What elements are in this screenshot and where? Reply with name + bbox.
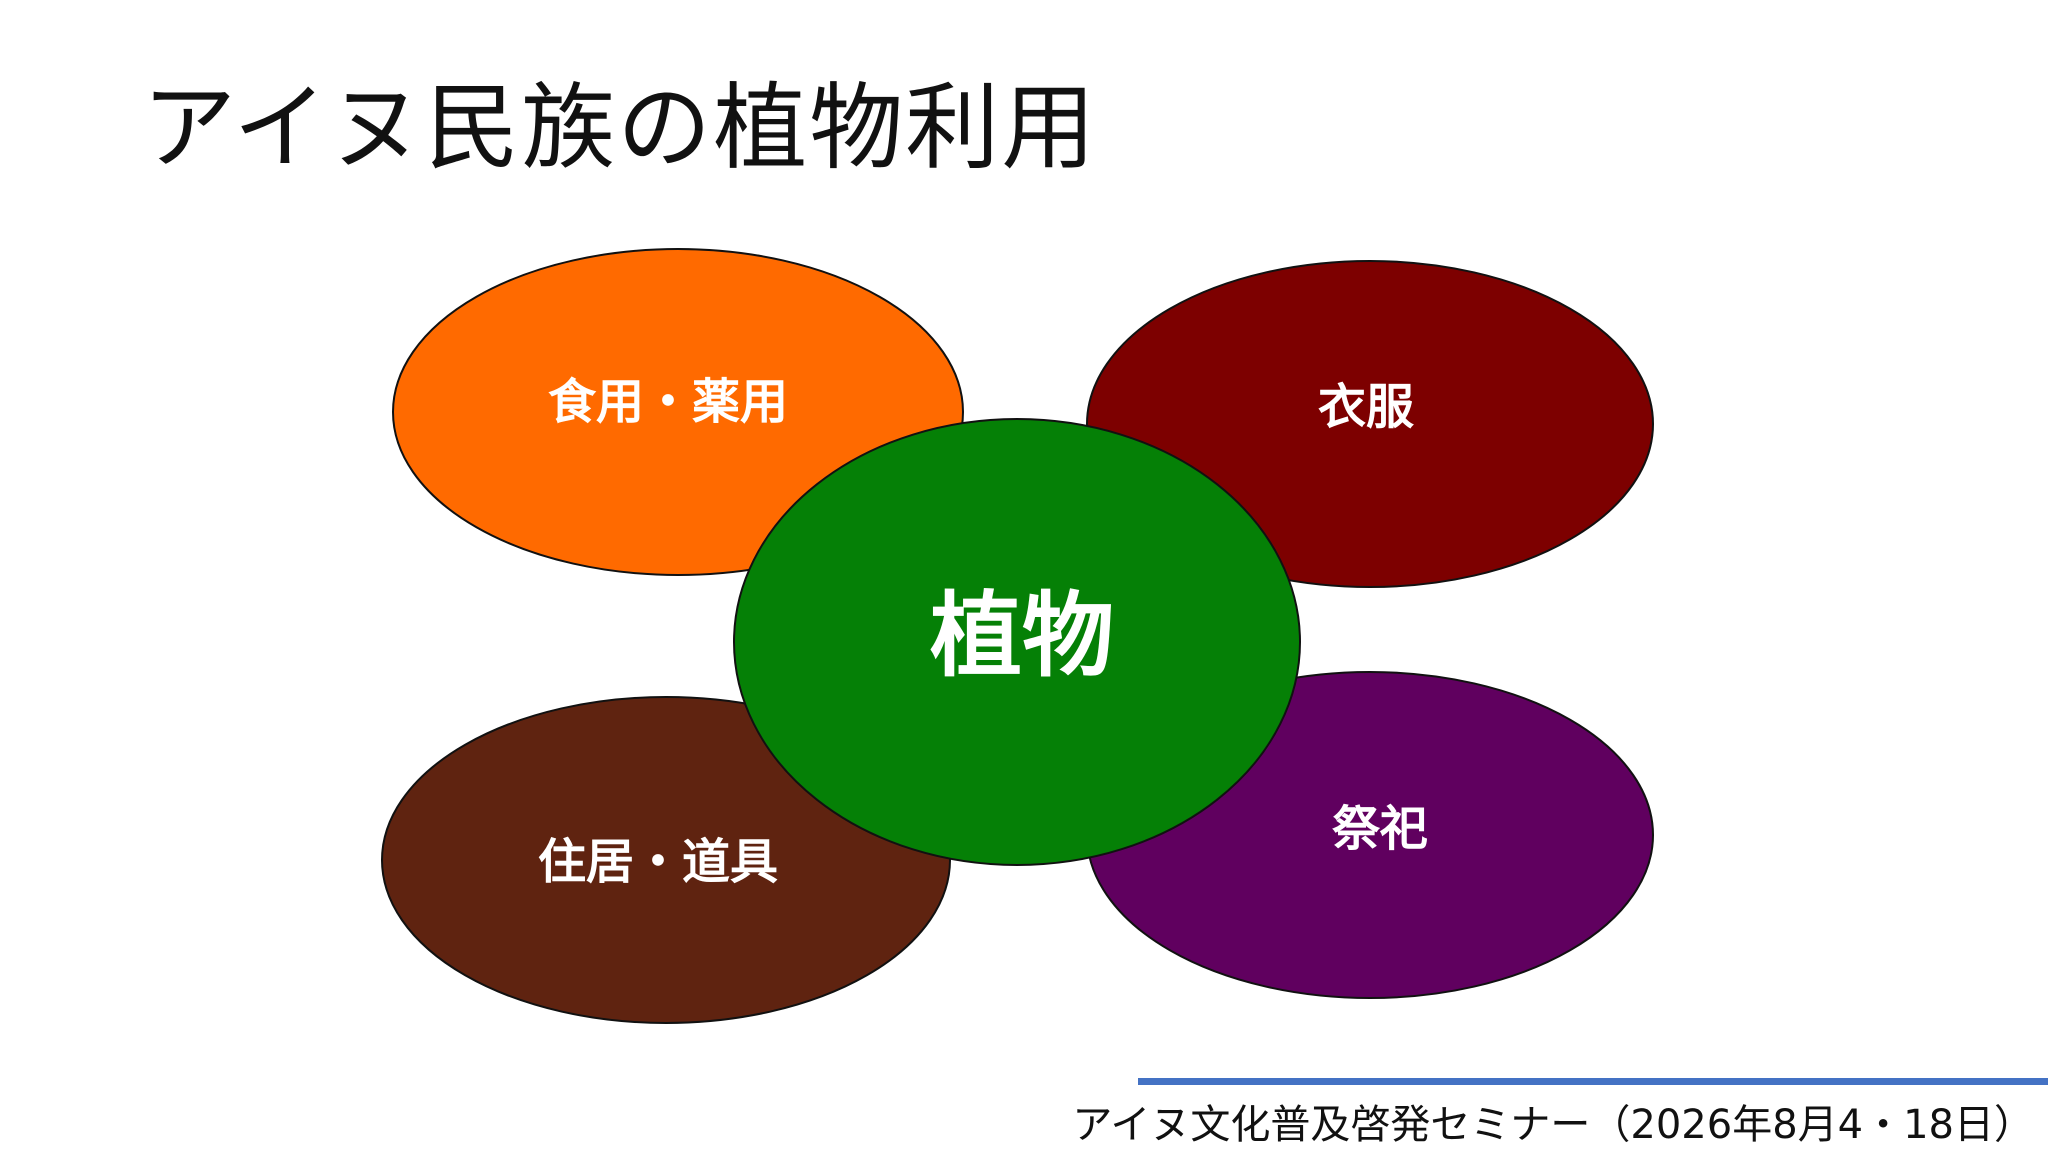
center-node-plants-oval	[733, 418, 1301, 866]
center-node-plants-label: 植物	[930, 582, 1114, 689]
center-node-plants: 植物	[733, 418, 1301, 866]
footer-divider	[1138, 1078, 2048, 1085]
slide-title: アイヌ民族の植物利用	[142, 74, 1098, 183]
node-rituals-label: 祭祀	[1332, 801, 1428, 857]
node-clothing-label: 衣服	[1318, 379, 1414, 435]
node-food-medicine-label: 食用・薬用	[548, 374, 788, 430]
footer-caption: アイヌ文化普及啓発セミナー（2026年8月4・18日）	[1072, 1102, 2034, 1148]
node-housing-tools-label: 住居・道具	[538, 834, 778, 890]
